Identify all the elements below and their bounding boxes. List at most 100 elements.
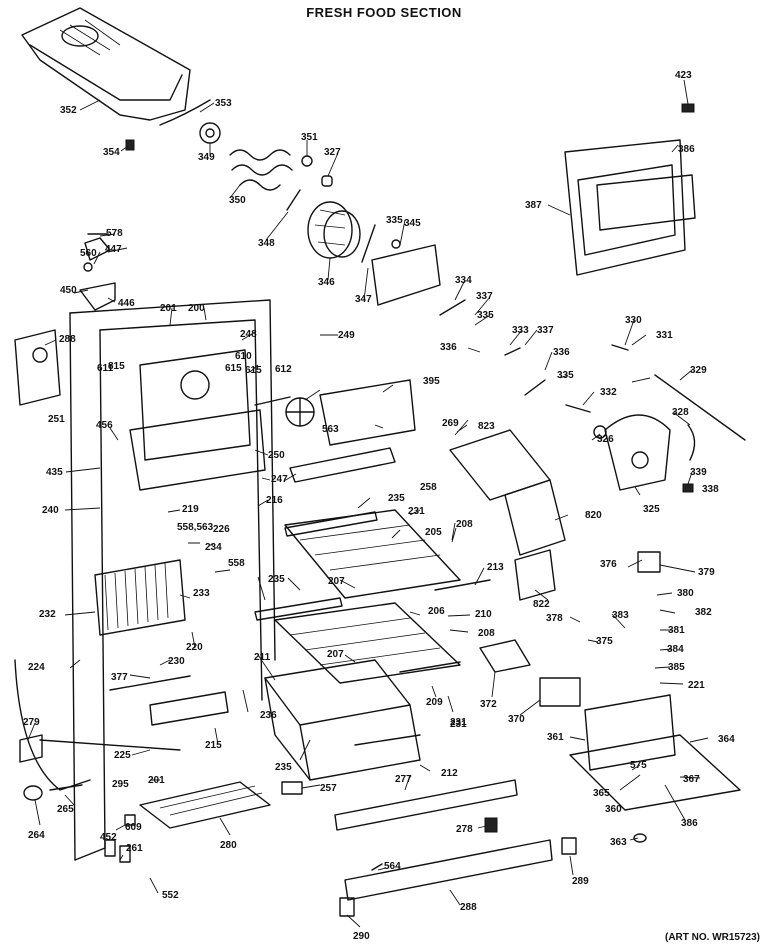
- part-number-label: 325: [643, 504, 660, 515]
- part-number-label: 231: [450, 717, 467, 728]
- part-number-label: 346: [318, 277, 335, 288]
- part-number-label: 370: [508, 714, 525, 725]
- part-number-label: 349: [198, 152, 215, 163]
- part-number-label: 447: [105, 244, 122, 255]
- part-number-label: 327: [324, 147, 341, 158]
- part-number-label: 332: [600, 387, 617, 398]
- part-609: [124, 814, 136, 826]
- part-376: [637, 551, 661, 573]
- part-number-label: 290: [353, 931, 370, 942]
- part-number-label: 247: [271, 474, 288, 485]
- part-number-label: 610: [235, 351, 252, 362]
- part-number-label: 250: [268, 450, 285, 461]
- part-number-label: 233: [193, 588, 210, 599]
- part-number-label: 329: [690, 365, 707, 376]
- part-279: [19, 734, 43, 763]
- part-timer-370: [539, 677, 581, 707]
- part-number-label: 216: [266, 495, 283, 506]
- part-348: [286, 189, 301, 211]
- part-number-label: 558: [228, 558, 245, 569]
- part-612: [254, 396, 291, 406]
- part-number-label: 257: [320, 783, 337, 794]
- part-number-label: 337: [476, 291, 493, 302]
- part-fan-346: [307, 201, 361, 259]
- part-number-label: 423: [675, 70, 692, 81]
- part-panel-395: [319, 379, 416, 446]
- part-number-label: 335: [386, 215, 403, 226]
- part-number-label: 207: [328, 576, 345, 587]
- part-number-label: 338: [702, 484, 719, 495]
- part-tube-224: [14, 659, 91, 791]
- part-number-label: 365: [593, 788, 610, 799]
- part-822: [514, 549, 556, 601]
- part-number-label: 615: [245, 365, 262, 376]
- part-number-label: 265: [57, 804, 74, 815]
- part-351: [301, 155, 313, 167]
- part-shelf-206: [274, 602, 461, 684]
- part-icemaker-820: [449, 429, 566, 556]
- part-221: [109, 675, 191, 691]
- part-number-label: 231: [450, 719, 467, 730]
- part-ice-bin: [21, 7, 191, 121]
- part-number-label: 335: [477, 310, 494, 321]
- part-number-label: 822: [533, 599, 550, 610]
- part-number-label: 337: [537, 325, 554, 336]
- part-number-label: 385: [668, 662, 685, 673]
- diagram-title: FRESH FOOD SECTION: [306, 5, 462, 20]
- part-number-label: 280: [220, 840, 237, 851]
- part-number-label: 330: [625, 315, 642, 326]
- part-326: [593, 425, 607, 439]
- part-number-label: 578: [106, 228, 123, 239]
- part-number-label: 450: [60, 285, 77, 296]
- part-number-label: 221: [688, 680, 705, 691]
- part-fan-815: [285, 397, 315, 427]
- leader-lines: [27, 79, 709, 928]
- part-number-label: 289: [572, 876, 589, 887]
- part-289: [561, 837, 577, 855]
- part-257: [281, 781, 303, 795]
- part-number-label: 278: [456, 824, 473, 835]
- part-265: [49, 784, 83, 791]
- part-number-label: 210: [475, 609, 492, 620]
- part-number-label: 387: [525, 200, 542, 211]
- part-number-label: 336: [440, 342, 457, 353]
- part-number-label: 215: [205, 740, 222, 751]
- part-number-label: 815: [108, 361, 125, 372]
- part-number-label: 383: [612, 610, 629, 621]
- part-247: [129, 409, 266, 491]
- part-grille-280: [139, 781, 271, 829]
- part-number-label: 364: [718, 734, 735, 745]
- part-number-label: 609: [125, 822, 142, 833]
- part-333: [504, 347, 521, 356]
- part-number-label: 560: [80, 248, 97, 259]
- part-number-label: 375: [596, 636, 613, 647]
- part-330: [611, 344, 629, 351]
- part-452: [104, 839, 116, 857]
- part-number-label: 612: [275, 364, 292, 375]
- part-number-label: 224: [28, 662, 45, 673]
- part-number-label: 209: [426, 697, 443, 708]
- part-number-label: 288: [460, 902, 477, 913]
- part-number-label: 350: [229, 195, 246, 206]
- part-number-label: 386: [681, 818, 698, 829]
- part-number-label: 208: [478, 628, 495, 639]
- part-wire-225: [39, 739, 181, 751]
- part-number-label: 269: [442, 418, 459, 429]
- part-number-label: 382: [695, 607, 712, 618]
- part-446: [79, 282, 116, 311]
- part-clip-354: [125, 139, 135, 151]
- part-number-label: 377: [111, 672, 128, 683]
- part-number-label: 295: [112, 779, 129, 790]
- part-number-label: 611: [97, 363, 114, 374]
- part-number-label: 235: [268, 574, 285, 585]
- part-control-361: [569, 694, 741, 811]
- part-number-label: 380: [677, 588, 694, 599]
- part-number-label: 261: [126, 843, 143, 854]
- part-motor-325: [604, 414, 671, 491]
- part-kickplate-288: [344, 839, 553, 901]
- part-number-label: 248: [240, 329, 257, 340]
- part-wire-353: [159, 99, 211, 126]
- part-control-288: [14, 329, 61, 406]
- part-number-label: 264: [28, 830, 45, 841]
